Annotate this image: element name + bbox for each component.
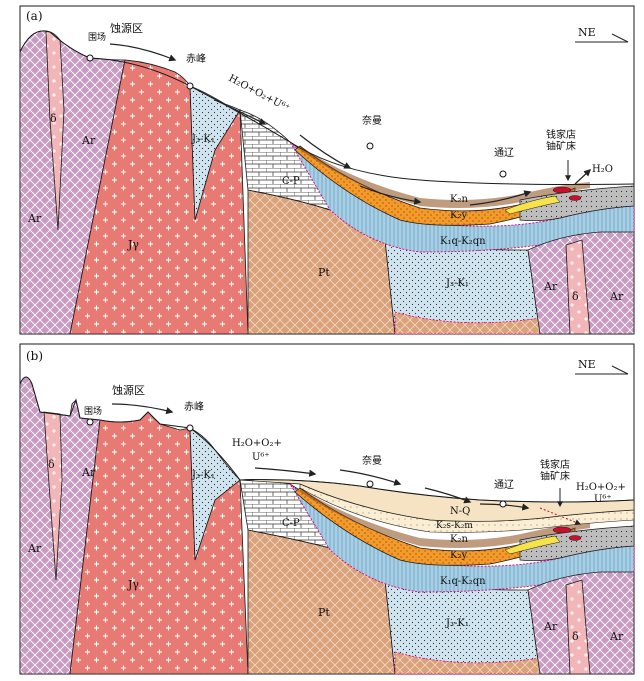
flow-arrow-a3 [299, 134, 352, 169]
loc-naiman-a: 奈曼 [362, 114, 382, 127]
unit-jk-big-base-b [394, 651, 541, 675]
unit-delta-right-body [565, 239, 591, 335]
unit-ar-mid-label-b: Ar [81, 466, 96, 479]
flow-arrow-b6 [539, 507, 582, 526]
flow-arrow-b1 [111, 403, 174, 415]
unit-ar-left-label-b: Ar [27, 542, 42, 555]
fluid-label-b-r1: H₂O+O₂+ [576, 482, 626, 493]
unit-k2n-band-b [300, 488, 590, 548]
unit-delta-right-label-a: δ [572, 290, 579, 303]
unit-cp-label-b: C-P [282, 518, 300, 529]
unit-ar-mid-label-a: Ar [81, 134, 96, 147]
ore-yellow-b [504, 535, 561, 555]
loc-weichang-b: 围场 [84, 406, 102, 417]
loc-marker-naiman-a [366, 142, 374, 150]
unit-k2n-label-b: K₂n [450, 534, 468, 545]
loc-tongliao-a: 通辽 [494, 147, 514, 159]
loc-chifeng-a: 赤峰 [186, 53, 206, 65]
ore-red-a2 [568, 195, 582, 201]
ore-red-b2 [568, 535, 582, 541]
surface-line-b [19, 376, 635, 503]
unit-jk-small-label-b: J₃-K₁ [191, 470, 215, 481]
unit-nq-label-b: N-Q [450, 506, 470, 517]
deposit-label-a: 钱家店铀矿床 [546, 128, 576, 153]
panel-b-tag: (b) [26, 349, 43, 363]
unit-k2y-label-b: K₂y [450, 550, 467, 561]
unit-cp-label-a: C-P [282, 176, 300, 187]
fluid-label-b1: H₂O+O₂+ [232, 438, 282, 449]
unit-jk-big-base [394, 311, 541, 335]
unit-jk-big-label-b: J₃-K₁ [445, 618, 469, 629]
loc-marker-weichang-b [86, 418, 94, 426]
flow-arrow-b4 [424, 487, 472, 504]
loc-marker-chifeng-b [186, 424, 194, 432]
unit-delta-right-body-b [565, 579, 591, 675]
loc-tongliao-b: 通辽 [494, 479, 514, 491]
unit-delta-label-a: δ [50, 112, 57, 125]
flow-arrow-a2 [214, 99, 267, 125]
ore-red-a1 [552, 186, 572, 194]
loc-marker-weichang-a [86, 54, 94, 62]
unit-pt-label-b: Pt [318, 606, 330, 619]
loc-naiman-b: 奈曼 [362, 454, 382, 467]
flow-arrow-b2 [254, 467, 317, 477]
unit-delta-label-b: δ [48, 458, 55, 471]
loc-marker-chifeng-a [186, 82, 194, 90]
north-arrow-b-head [611, 365, 629, 375]
panel-a-tag: (a) [26, 9, 43, 23]
north-label-b: NE [578, 358, 596, 371]
unit-ar-far-label-b: Ar [609, 630, 624, 643]
loc-chifeng-b: 赤峰 [184, 401, 204, 413]
loc-marker-tongliao-a [499, 170, 507, 178]
unit-ar-right-label-b: Ar [543, 620, 558, 633]
fluid-label-b-r2: U⁶⁺ [594, 494, 612, 505]
unit-k1q-label-a: K₁q-K₂qn [440, 236, 486, 247]
unit-pt-label-a: Pt [318, 266, 330, 279]
unit-k2y-label-a: K₂y [450, 210, 467, 221]
flow-arrow-b3 [339, 469, 402, 486]
unit-k2s-label-b: K₂s-K₂m [436, 521, 473, 531]
ore-yellow-a [504, 195, 561, 215]
north-label-a: NE [578, 26, 596, 39]
flow-arrow-a1 [109, 43, 177, 62]
unit-k1q-label-b: K₁q-K₂qn [440, 576, 486, 587]
fluid-label-b2: U⁶⁺ [252, 452, 270, 463]
erosion-zone-label-b: 蚀源区 [112, 383, 145, 397]
loc-marker-naiman-b [366, 480, 374, 488]
flow-arrow-a4 [359, 185, 422, 205]
deposit-label-b: 钱家店铀矿床 [540, 458, 570, 483]
unit-delta-right-label-b: δ [572, 630, 579, 643]
h2o-label-a: H₂O [592, 164, 613, 175]
unit-ar-far-label-a: Ar [609, 290, 624, 303]
unit-ar-left-label-a: Ar [27, 212, 42, 225]
unit-delta-dike-b [43, 411, 63, 581]
unit-k2n-label-a: K₂n [450, 194, 468, 205]
ore-red-b1 [552, 526, 572, 534]
unit-jk-small-label-a: J₃-K₁ [191, 134, 215, 145]
unit-jgamma-label-b: Jγ [127, 578, 139, 591]
unit-jgamma-label-a: Jγ [127, 238, 139, 251]
flow-arrow-a6 [574, 169, 592, 185]
loc-marker-tongliao-b [499, 500, 507, 508]
flow-arrow-a5 [469, 190, 532, 206]
unit-ar-right-label-a: Ar [543, 280, 558, 293]
erosion-zone-label-a: 蚀源区 [110, 21, 143, 35]
north-arrow-a-head [611, 33, 629, 43]
loc-weichang-a: 围场 [88, 32, 106, 43]
unit-jk-big-label-a: J₃-K₁ [445, 278, 469, 289]
panel-a: (a) NE 蚀源区 围场 赤峰 奈曼 通辽 钱家店铀矿床 H₂O+O₂+U⁶⁺… [19, 5, 635, 335]
panel-b: (b) NE 蚀源区 围场 赤峰 奈曼 通辽 钱家店铀矿床 H₂O+O₂+ U⁶… [19, 343, 635, 675]
